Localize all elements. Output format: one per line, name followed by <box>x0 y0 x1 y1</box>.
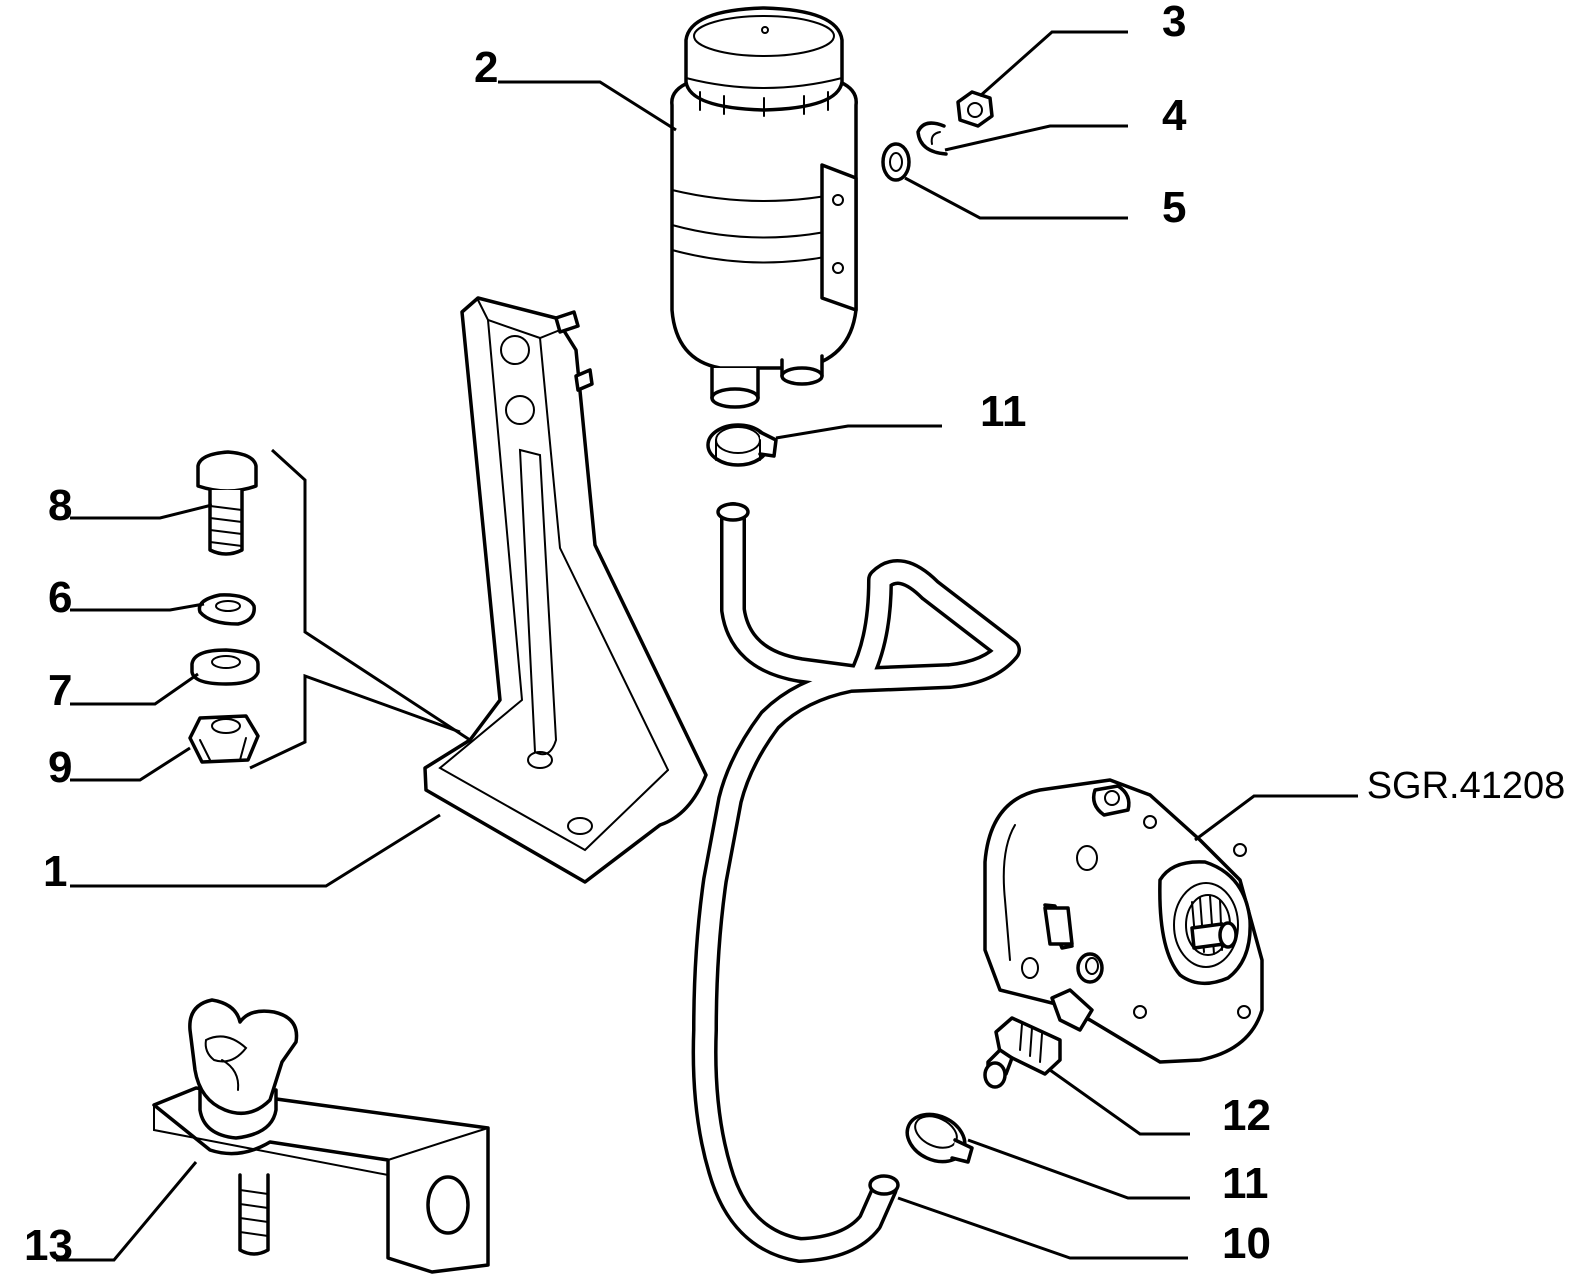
assembly-line-lower <box>249 673 461 770</box>
hose-10 <box>691 502 1021 1263</box>
spring-washer-4 <box>916 121 948 156</box>
drawing-reference: SGR.41208 <box>1367 765 1566 807</box>
flat-washer-5 <box>881 142 911 182</box>
callout-2: 2 <box>474 43 498 92</box>
assembly-line-upper <box>270 448 471 742</box>
hose-clamp-upper <box>706 423 778 467</box>
callout-7: 7 <box>48 666 72 715</box>
callout-11-lower: 11 <box>1222 1159 1269 1208</box>
callout-11-upper: 11 <box>980 387 1027 436</box>
callout-5: 5 <box>1162 183 1186 232</box>
callout-6: 6 <box>48 573 72 622</box>
bolt-8 <box>196 450 258 556</box>
hose-union-12 <box>983 1016 1062 1089</box>
callout-1: 1 <box>43 847 67 896</box>
mounting-bracket-13 <box>152 998 490 1274</box>
callout-9: 9 <box>48 743 72 792</box>
fluid-reservoir <box>670 6 858 409</box>
callout-13: 13 <box>24 1221 73 1270</box>
flat-washer-7 <box>190 648 260 686</box>
support-bracket-1 <box>423 296 708 884</box>
nut-9 <box>188 714 260 764</box>
callout-10: 10 <box>1222 1219 1271 1268</box>
callout-3: 3 <box>1162 0 1186 46</box>
callout-12: 12 <box>1222 1091 1271 1140</box>
spring-washer-6 <box>197 593 256 626</box>
callout-4: 4 <box>1162 91 1187 140</box>
callout-8: 8 <box>48 481 72 530</box>
leader-lines <box>56 30 1358 1262</box>
hose-clamp-lower <box>905 1112 974 1164</box>
power-steering-pump <box>983 778 1264 1064</box>
nut-3 <box>956 90 994 128</box>
